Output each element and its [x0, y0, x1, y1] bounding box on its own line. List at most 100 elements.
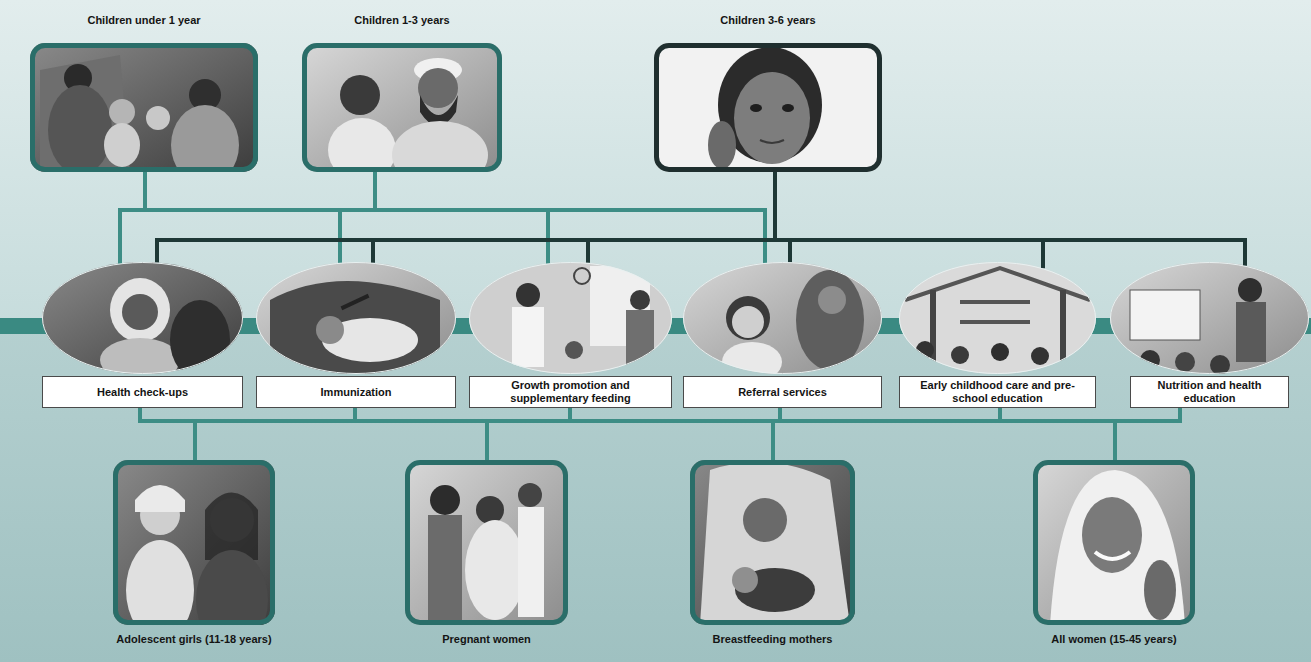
node-label: Adolescent girls (11-18 years) [68, 631, 320, 647]
connector-line [570, 408, 773, 460]
target-group-box: All women (15-45 years) [1033, 460, 1195, 647]
service-label-box: Nutrition and health education [1130, 376, 1289, 408]
connector-line [773, 408, 1000, 460]
connector-line [355, 408, 773, 460]
photo [30, 43, 258, 172]
connector-line [1115, 408, 1180, 460]
service-oval: Referral services [683, 262, 882, 408]
photo [681, 260, 884, 382]
connector-line [195, 408, 570, 460]
connector-line [487, 408, 780, 460]
node-label: Breastfeeding mothers [645, 631, 900, 647]
target-group-box: Adolescent girls (11-18 years) [113, 460, 275, 647]
photo [1108, 260, 1311, 376]
photo-oval [899, 262, 1096, 374]
node-label: Immunization [321, 386, 392, 399]
connector-line [775, 172, 1043, 268]
connector-line [775, 172, 1245, 266]
connector-line [157, 172, 775, 263]
photo [40, 260, 245, 382]
photo [897, 260, 1098, 376]
photo [254, 260, 458, 376]
photo-frame [1033, 460, 1195, 625]
connector-line [140, 408, 773, 460]
oval-outline [469, 262, 672, 374]
service-oval: Immunization [256, 262, 456, 408]
connector-line [487, 408, 1180, 460]
connector-line [140, 408, 487, 460]
oval-outline [899, 262, 1096, 374]
connector-line [373, 172, 775, 263]
connector-line [775, 172, 790, 262]
connector-line [145, 172, 765, 263]
service-label-box: Early childhood care and pre-school educ… [899, 376, 1096, 408]
oval-outline [683, 262, 882, 374]
target-group-box: Breastfeeding mothers [690, 460, 855, 647]
connector-line [570, 408, 1115, 460]
connector-line [355, 408, 487, 460]
connector-line [140, 408, 1115, 460]
connector-line [340, 172, 375, 263]
connector-line [195, 408, 355, 460]
photo-oval [256, 262, 456, 374]
connector-line [487, 408, 570, 460]
oval-outline [1110, 262, 1309, 374]
connector-line [375, 172, 765, 263]
node-label: Nutrition and health education [1137, 379, 1282, 405]
connector-line [355, 408, 1115, 460]
photo-frame [113, 460, 275, 625]
connector-line [145, 172, 548, 263]
target-group-box: Children 1-3 years [302, 12, 502, 172]
photo-frame [302, 43, 502, 172]
photo [690, 460, 855, 625]
service-label-box: Referral services [683, 376, 882, 408]
connector-line [588, 172, 775, 263]
photo-frame [654, 43, 882, 172]
service-label-box: Health check-ups [42, 376, 243, 408]
connector-line [375, 172, 548, 263]
node-label: All women (15-45 years) [988, 631, 1240, 647]
node-label: Referral services [738, 386, 827, 399]
node-label: Early childhood care and pre-school educ… [906, 379, 1089, 405]
connector-line [195, 408, 1000, 460]
service-oval: Nutrition and health education [1110, 262, 1309, 408]
connector-line [773, 408, 1180, 460]
service-label-box: Growth promotion and supplementary feedi… [469, 376, 672, 408]
node-label: Health check-ups [97, 386, 188, 399]
photo [467, 260, 674, 376]
service-oval: Growth promotion and supplementary feedi… [469, 262, 672, 408]
photo [302, 43, 502, 172]
connector-line [140, 408, 195, 460]
photo-frame [30, 43, 258, 172]
photo [405, 460, 568, 625]
oval-outline [42, 262, 243, 374]
target-group-box: Children 3-6 years [654, 12, 882, 172]
node-label: Growth promotion and supplementary feedi… [476, 379, 665, 405]
connector-line [145, 172, 340, 263]
connector-line [780, 408, 1115, 460]
node-label: Children 1-3 years [262, 12, 542, 28]
service-label-box: Immunization [256, 376, 456, 408]
node-label: Children under 1 year [0, 12, 298, 28]
connector-line [195, 408, 1180, 460]
photo-oval [42, 262, 243, 374]
oval-outline [256, 262, 456, 374]
photo [654, 43, 882, 172]
photo-oval [469, 262, 672, 374]
photo [113, 460, 275, 625]
target-group-box: Pregnant women [405, 460, 568, 647]
photo [1033, 460, 1195, 625]
node-label: Children 3-6 years [614, 12, 922, 28]
photo-frame [405, 460, 568, 625]
connector-line [487, 408, 1000, 460]
service-oval: Early childhood care and pre-school educ… [899, 262, 1096, 408]
connector-line [120, 172, 145, 263]
service-oval: Health check-ups [42, 262, 243, 408]
connector-line [1000, 408, 1115, 460]
photo-oval [683, 262, 882, 374]
target-group-box: Children under 1 year [30, 12, 258, 172]
photo-frame [690, 460, 855, 625]
photo-oval [1110, 262, 1309, 374]
node-label: Pregnant women [360, 631, 613, 647]
